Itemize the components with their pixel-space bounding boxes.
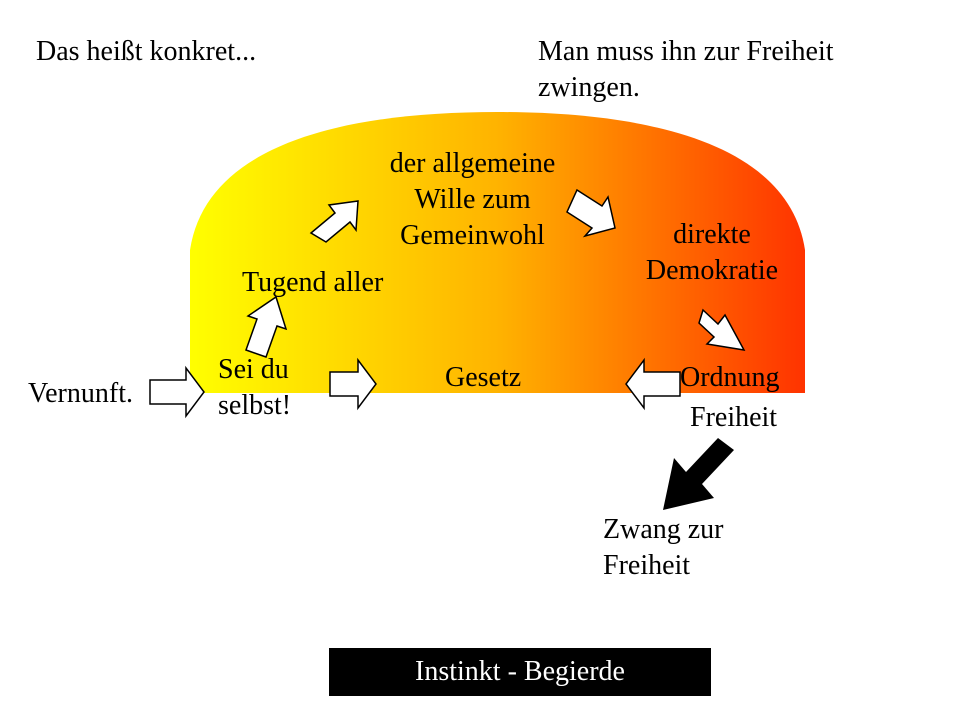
label-wille-line-1: der allgemeine	[389, 148, 556, 179]
label-direkte-demokratie: direkte Demokratie	[632, 217, 792, 289]
heading-right-line-1: Man muss ihn zur Freiheit	[538, 36, 834, 67]
arrow-sei-to-tugend	[245, 295, 288, 358]
label-gesetz: Gesetz	[445, 362, 522, 393]
arrow-sei-to-gesetz	[329, 357, 377, 411]
label-demokratie-line-1: direkte	[673, 219, 751, 250]
label-vernunft: Vernunft.	[28, 378, 133, 409]
label-demokratie-line-2: Demokratie	[645, 255, 779, 286]
arrow-demokratie-to-ordnung	[698, 308, 746, 351]
label-allgemeine-wille: der allgemeine Wille zum Gemeinwohl	[370, 146, 575, 254]
label-sei-line-2: selbst!	[218, 390, 292, 421]
label-wille-line-2: Wille zum	[414, 184, 531, 215]
heading-right-line-2: zwingen.	[538, 72, 640, 103]
bold-arrow-freiheit-to-zwang	[663, 438, 734, 510]
label-sei-line-1: Sei du	[218, 354, 289, 385]
gradient-dome	[190, 112, 805, 393]
arrow-wille-to-demokratie	[566, 188, 616, 238]
label-ordnung: Ordnung	[680, 362, 780, 393]
heading-right: Man muss ihn zur Freiheit zwingen.	[538, 34, 834, 106]
label-tugend-aller: Tugend aller	[242, 267, 384, 298]
label-zwang-zur-freiheit: Zwang zur Freiheit	[603, 512, 724, 584]
label-zwang-line-1: Zwang zur	[603, 514, 724, 545]
label-zwang-line-2: Freiheit	[603, 550, 691, 581]
arrow-vernunft-to-sei	[149, 365, 205, 419]
label-wille-line-3: Gemeinwohl	[400, 220, 545, 251]
arrow-ordnung-to-gesetz	[625, 357, 681, 411]
heading-left: Das heißt konkret...	[36, 36, 257, 67]
arrow-tugend-to-wille	[309, 200, 359, 243]
label-freiheit: Freiheit	[690, 402, 778, 433]
instinkt-begierde-box: Instinkt - Begierde	[329, 648, 711, 696]
label-sei-du-selbst: Sei du selbst!	[218, 352, 291, 424]
